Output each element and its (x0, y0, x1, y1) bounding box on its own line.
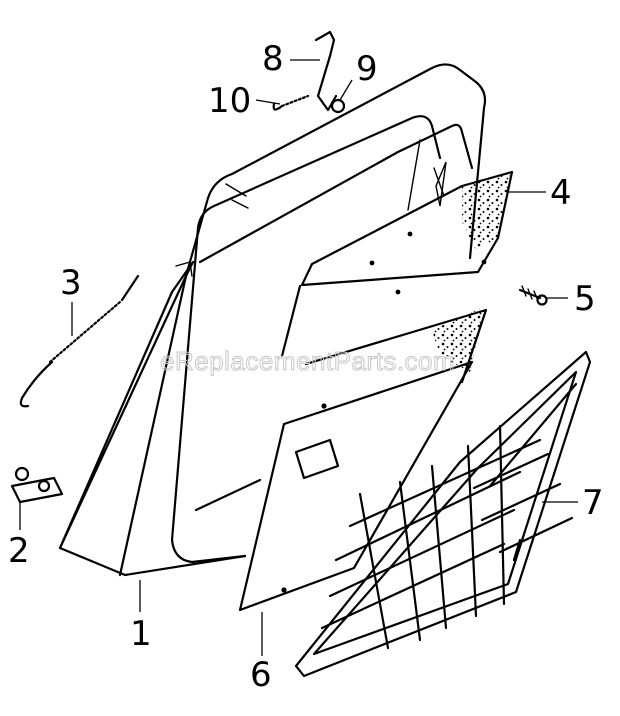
part-2-clip (10, 466, 64, 504)
callout-7: 7 (582, 483, 604, 523)
watermark-text: eReplacementParts.com (160, 346, 455, 376)
callout-6: 6 (250, 655, 272, 695)
callout-9: 9 (356, 49, 378, 89)
callout-10: 10 (208, 81, 251, 121)
part-3-spring-rod (19, 274, 140, 408)
leader-lines (19, 59, 578, 656)
part-1-hood-housing (58, 63, 487, 577)
part-6-lower-panel (238, 360, 474, 612)
part-8-lever (314, 30, 338, 112)
part-7-grille (294, 350, 592, 678)
callout-3: 3 (60, 263, 82, 303)
callout-4: 4 (550, 173, 572, 213)
callout-5: 5 (574, 279, 596, 319)
part-10-spring (272, 94, 310, 111)
callout-1: 1 (130, 614, 152, 654)
part-9-washer (330, 98, 346, 114)
part-4-upper-panel (280, 170, 514, 384)
callout-labels: 1 2 3 4 5 6 7 8 9 10 (8, 39, 604, 695)
callout-2: 2 (8, 531, 30, 571)
callout-8: 8 (262, 39, 284, 79)
part-5-screw (518, 285, 548, 306)
